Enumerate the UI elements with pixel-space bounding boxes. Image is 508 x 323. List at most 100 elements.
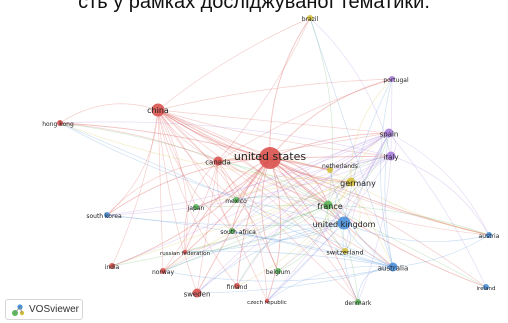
- node-label-china: china: [147, 106, 169, 115]
- node-russian-federation[interactable]: [182, 249, 188, 255]
- node-label-denmark: denmark: [345, 300, 372, 307]
- node-label-japan: japan: [187, 205, 205, 212]
- node-canada[interactable]: [213, 156, 223, 166]
- node-india[interactable]: [109, 263, 115, 269]
- node-austria[interactable]: [486, 232, 492, 238]
- link: [392, 234, 490, 268]
- node-italy[interactable]: [386, 151, 396, 161]
- link: [59, 121, 392, 157]
- link: [357, 155, 392, 303]
- link: [162, 204, 329, 272]
- node-label-norway: norway: [152, 269, 175, 276]
- node-australia[interactable]: [388, 262, 398, 272]
- link: [266, 265, 394, 302]
- link: [388, 132, 487, 288]
- link: [235, 195, 329, 206]
- link: [266, 222, 345, 302]
- link: [59, 122, 219, 162]
- link: [59, 103, 159, 124]
- link: [157, 109, 271, 159]
- link: [390, 78, 393, 157]
- node-south-korea[interactable]: [104, 212, 110, 218]
- node-spain[interactable]: [384, 128, 394, 138]
- link: [162, 155, 392, 272]
- node-label-austria: austria: [479, 233, 500, 240]
- link: [184, 222, 345, 253]
- link: [59, 122, 329, 206]
- link: [106, 132, 390, 216]
- node-brazil[interactable]: [307, 15, 313, 21]
- link: [388, 132, 490, 236]
- link: [236, 181, 352, 287]
- link: [59, 122, 345, 224]
- node-japan[interactable]: [193, 204, 199, 210]
- link: [217, 160, 359, 303]
- node-portugal[interactable]: [389, 76, 395, 82]
- vosviewer-logo-icon: [12, 303, 25, 316]
- link: [183, 160, 219, 253]
- link: [157, 109, 345, 224]
- link: [157, 17, 311, 111]
- node-south-africa[interactable]: [229, 228, 235, 234]
- node-belgium[interactable]: [275, 268, 281, 274]
- link: [157, 109, 188, 253]
- link: [157, 109, 331, 171]
- link: [157, 109, 392, 157]
- link-layer: [59, 17, 490, 303]
- node-china[interactable]: [151, 103, 165, 117]
- node-united-kingdom[interactable]: [337, 216, 351, 230]
- link: [111, 132, 390, 267]
- node-label-france: france: [317, 202, 342, 211]
- link: [269, 132, 390, 159]
- node-label-russian-federation: russian federation: [160, 251, 210, 257]
- node-france[interactable]: [323, 200, 333, 210]
- node-united-states[interactable]: [259, 147, 281, 169]
- node-mexico[interactable]: [233, 197, 239, 203]
- node-label-mexico: mexico: [225, 198, 247, 205]
- link: [111, 204, 329, 267]
- link: [196, 157, 271, 294]
- node-netherlands[interactable]: [327, 167, 333, 173]
- node-finland[interactable]: [234, 283, 240, 289]
- link: [309, 17, 333, 206]
- node-hong-kong[interactable]: [57, 120, 63, 126]
- link: [217, 132, 390, 162]
- node-label-finland: finland: [227, 284, 248, 291]
- node-ireland[interactable]: [483, 284, 489, 290]
- node-label-germany: germany: [340, 179, 376, 188]
- node-germany[interactable]: [346, 177, 356, 187]
- node-denmark[interactable]: [355, 299, 361, 305]
- link: [162, 157, 271, 272]
- link: [217, 157, 352, 183]
- node-sweden[interactable]: [192, 288, 202, 298]
- link: [390, 155, 490, 236]
- node-label-czech-republic: czech republic: [247, 300, 287, 306]
- link: [269, 157, 490, 236]
- link: [106, 109, 159, 216]
- link: [327, 155, 392, 206]
- link: [236, 204, 329, 287]
- link: [343, 78, 393, 224]
- link: [269, 17, 311, 159]
- link: [184, 155, 392, 253]
- link: [157, 109, 329, 206]
- node-label-hong-kong: hong kong: [42, 121, 74, 128]
- node-czech-republic[interactable]: [264, 298, 270, 304]
- node-label-canada: canada: [205, 158, 231, 166]
- node-norway[interactable]: [160, 268, 166, 274]
- link: [157, 109, 346, 252]
- vosviewer-badge[interactable]: VOSviewer: [5, 299, 83, 320]
- link: [277, 181, 352, 272]
- link: [195, 132, 390, 208]
- node-switzerland[interactable]: [342, 248, 348, 254]
- link: [236, 157, 271, 287]
- link: [157, 109, 164, 272]
- node-label-ireland: ireland: [477, 286, 496, 292]
- link: [350, 181, 394, 268]
- link: [277, 204, 329, 272]
- link: [196, 222, 345, 294]
- link: [235, 199, 394, 268]
- link: [231, 230, 394, 268]
